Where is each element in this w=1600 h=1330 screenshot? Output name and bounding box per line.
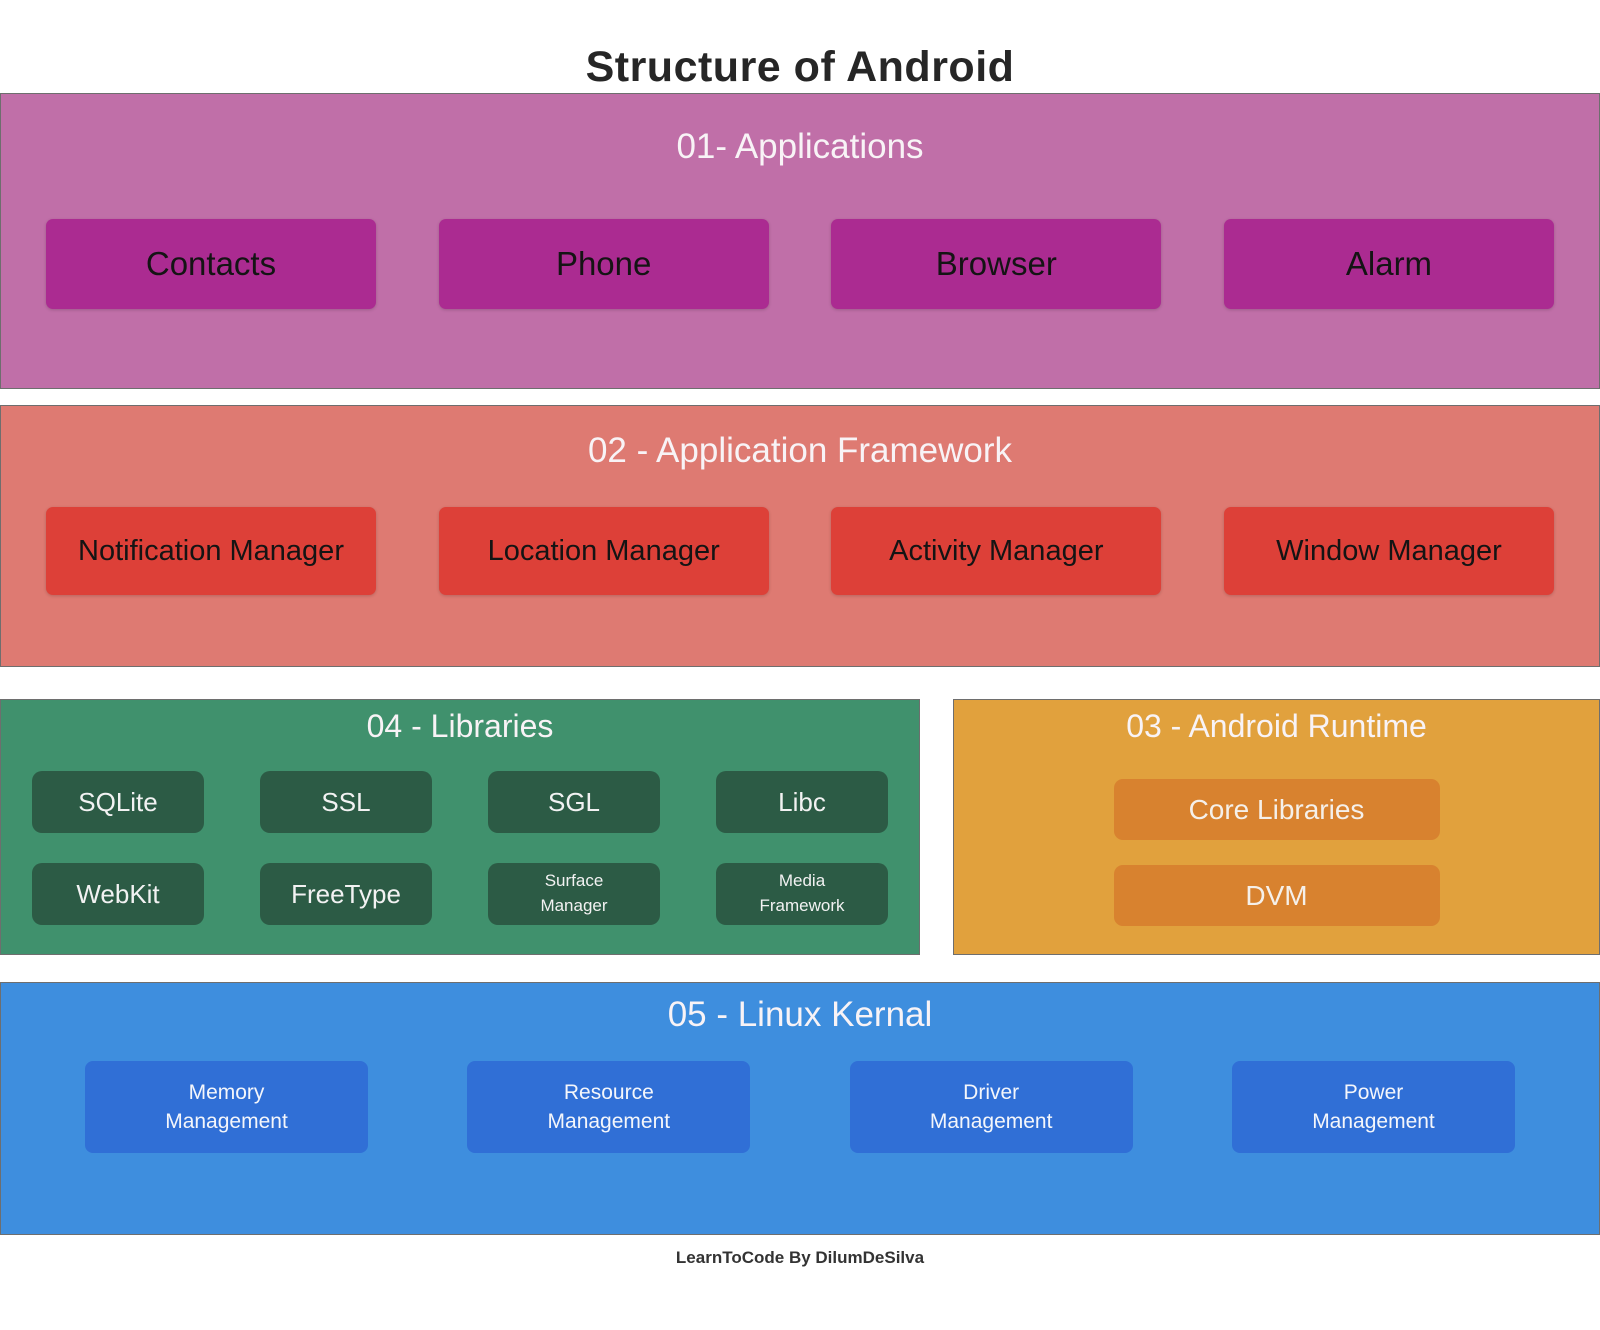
framework-title: 02 - Application Framework [587, 431, 1013, 470]
section-application-framework: 02 - Application Framework Notification … [0, 405, 1600, 667]
section-android-runtime: 03 - Android Runtime Core Libraries DVM [953, 699, 1600, 955]
app-item-browser: Browser [831, 219, 1162, 309]
kernel-item-power-management: Power Management [1231, 1061, 1515, 1153]
kernel-item-resource-management: Resource Management [467, 1061, 751, 1153]
app-item-alarm: Alarm [1223, 219, 1554, 309]
kernel-items: Memory Management Resource Management Dr… [1, 1061, 1599, 1153]
framework-item-activity-manager: Activity Manager [831, 507, 1162, 595]
app-item-contacts: Contacts [46, 219, 376, 309]
section-libraries: 04 - Libraries SQLite SSL SGL Libc WebKi… [0, 699, 920, 955]
framework-item-location-manager: Location Manager [438, 507, 769, 595]
framework-item-window-manager: Window Manager [1223, 507, 1554, 595]
library-item-sqlite: SQLite [32, 771, 204, 833]
library-item-ssl: SSL [260, 771, 432, 833]
kernel-item-driver-management: Driver Management [849, 1061, 1133, 1153]
runtime-item-dvm: DVM [1113, 865, 1440, 926]
framework-items: Notification Manager Location Manager Ac… [1, 507, 1599, 595]
library-item-media-framework: Media Framework [716, 863, 888, 925]
library-item-freetype: FreeType [260, 863, 432, 925]
page-title: Structure of Android [585, 42, 1015, 91]
applications-items: Contacts Phone Browser Alarm [1, 219, 1599, 309]
library-item-surface-manager: Surface Manager [488, 863, 660, 925]
runtime-title: 03 - Android Runtime [1126, 708, 1427, 744]
libraries-title: 04 - Libraries [366, 708, 554, 744]
library-item-libc: Libc [716, 771, 888, 833]
section-linux-kernel: 05 - Linux Kernal Memory Management Reso… [0, 982, 1600, 1235]
applications-title: 01- Applications [676, 127, 924, 166]
framework-item-notification-manager: Notification Manager [46, 507, 376, 595]
section-applications: 01- Applications Contacts Phone Browser … [0, 93, 1600, 389]
kernel-item-memory-management: Memory Management [85, 1061, 368, 1153]
library-item-webkit: WebKit [32, 863, 204, 925]
library-item-sgl: SGL [488, 771, 660, 833]
credit-footer: LearnToCode By DilumDeSilva [675, 1248, 925, 1267]
runtime-item-core-libraries: Core Libraries [1113, 779, 1440, 840]
app-item-phone: Phone [438, 219, 769, 309]
kernel-title: 05 - Linux Kernal [667, 995, 933, 1034]
libraries-row-1: SQLite SSL SGL Libc [1, 771, 919, 833]
libraries-row-2: WebKit FreeType Surface Manager Media Fr… [1, 863, 919, 925]
